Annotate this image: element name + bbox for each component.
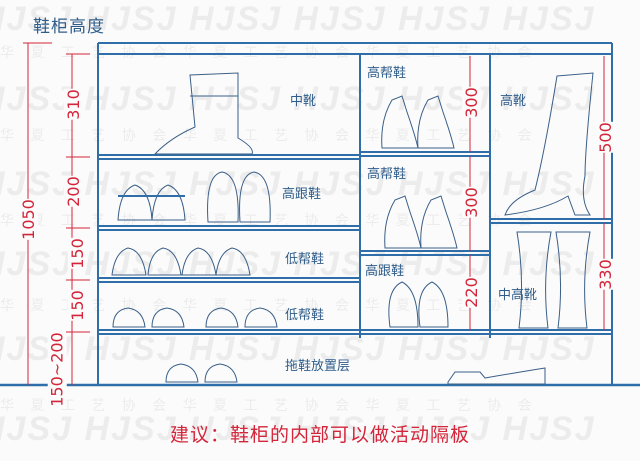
dim-150-b: 150 — [67, 290, 87, 321]
high-top-sneakers-2-icon — [384, 195, 458, 249]
sandal-heels-icon — [117, 184, 186, 221]
label-high-top-2: 高帮鞋 — [367, 167, 407, 182]
label-high-heels-2: 高跟鞋 — [365, 264, 405, 279]
dim-300-b: 300 — [461, 187, 481, 218]
dim-500: 500 — [595, 122, 615, 153]
label-slippers: 拖鞋放置层 — [285, 359, 351, 374]
mid-boot-icon — [153, 72, 253, 155]
label-low-shoes-1: 低帮鞋 — [285, 252, 325, 267]
dim-220: 220 — [461, 277, 481, 308]
label-mid-boot: 中靴 — [290, 94, 317, 109]
heels-middle-icon — [388, 281, 449, 328]
dim-150-200: 150~200 — [47, 332, 67, 407]
low-shoes-top-icon — [112, 307, 278, 328]
caption: 建议：鞋柜的内部可以做活动隔板 — [169, 424, 470, 446]
dim-total: 1050 — [18, 199, 38, 240]
dim-300-a: 300 — [461, 87, 481, 118]
label-tall-boot: 高靴 — [500, 94, 527, 109]
dim-310: 310 — [63, 89, 83, 120]
mid-high-boots-icon — [516, 231, 591, 329]
tall-boot-icon — [504, 72, 594, 216]
low-shoes-icon — [111, 247, 251, 276]
floor-sandal-icon — [447, 367, 546, 385]
pumps-icon — [207, 171, 271, 223]
label-low-shoes-2: 低帮鞋 — [285, 308, 325, 323]
label-mid-high-boot: 中高靴 — [498, 288, 538, 303]
high-top-sneakers-icon — [381, 95, 455, 149]
slippers-icon — [165, 363, 238, 383]
dim-200: 200 — [63, 176, 83, 207]
cabinet-frame — [0, 42, 640, 387]
label-high-top-1: 高帮鞋 — [367, 66, 407, 81]
label-high-heels: 高跟鞋 — [282, 187, 322, 202]
page-title: 鞋柜高度 — [33, 17, 105, 37]
dim-330: 330 — [595, 259, 615, 290]
dim-150-a: 150 — [67, 238, 87, 269]
